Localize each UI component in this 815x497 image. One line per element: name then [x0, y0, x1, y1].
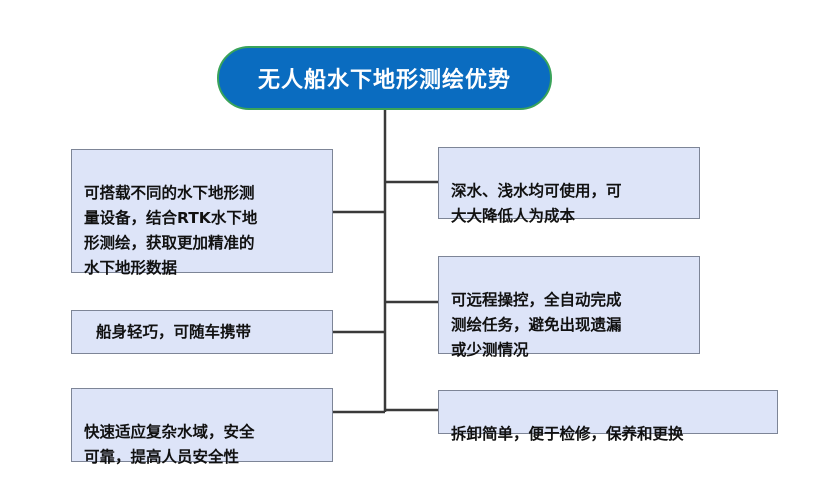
topic-left-1: 可搭载不同的水下地形测 量设备，结合RTK水下地 形测绘，获取更加精准的 水下地…: [71, 149, 333, 277]
topic-left-2-text: 船身轻巧，可随车携带: [96, 322, 252, 341]
topic-right-3-text: 拆卸简单，便于检修，保养和更换: [451, 425, 684, 443]
topic-left-2: 船身轻巧，可随车携带: [71, 310, 333, 354]
topic-right-1: 深水、浅水均可使用，可 大大降低人为成本: [438, 147, 700, 225]
topic-right-2: 可远程操控，全自动完成 测绘任务，避免出现遗漏 或少测情况: [438, 256, 700, 359]
topic-right-1-text: 深水、浅水均可使用，可 大大降低人为成本: [451, 182, 622, 225]
topic-right-3: 拆卸简单，便于检修，保养和更换: [438, 390, 778, 443]
root-topic: 无人船水下地形测绘优势: [217, 46, 552, 110]
topic-right-2-text: 可远程操控，全自动完成 测绘任务，避免出现遗漏 或少测情况: [451, 291, 622, 359]
topic-left-3-text: 快速适应复杂水域，安全 可靠，提高人员安全性: [84, 423, 255, 466]
root-topic-label: 无人船水下地形测绘优势: [257, 68, 511, 93]
topic-left-1-text: 可搭载不同的水下地形测 量设备，结合RTK水下地 形测绘，获取更加精准的 水下地…: [84, 184, 258, 277]
topic-left-3: 快速适应复杂水域，安全 可靠，提高人员安全性: [71, 388, 333, 466]
